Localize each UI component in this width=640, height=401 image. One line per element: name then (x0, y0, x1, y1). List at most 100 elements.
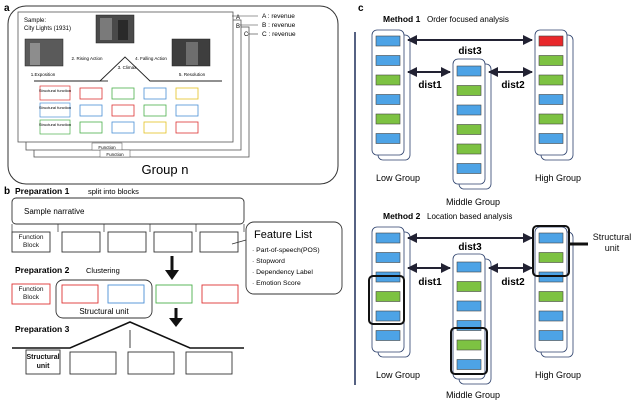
m2-dist3-label: dist3 (458, 242, 482, 253)
struct-function-grid (79, 87, 199, 134)
m2-low-block-5-blue (375, 310, 401, 322)
down-arrow-2-head (169, 318, 183, 327)
m2-low-label: Low Group (376, 370, 420, 380)
function-block-label-1: Function Block (18, 234, 44, 249)
m2-high-label: High Group (535, 370, 581, 380)
m1-low-label: Low Group (376, 173, 420, 183)
m2-mid-blocks (456, 261, 482, 370)
feature-emotion: · Emotion Score (252, 280, 301, 287)
function-block-box-2 (11, 283, 51, 305)
m1-dist2-label: dist2 (501, 80, 525, 91)
panel-a-letter: a (4, 3, 10, 14)
m2-low-block-4-green (375, 291, 401, 302)
struct-function-green-label: Structural function (39, 122, 71, 127)
block-box-5 (199, 231, 239, 253)
m1-mid-block-5-green (456, 143, 482, 155)
struct-function-red-label: Structural function (39, 88, 71, 93)
m2-mid-unit-highlight (450, 327, 488, 375)
m1-high-block-1-red (538, 35, 564, 47)
m2-mid-block-1-blue (456, 261, 482, 273)
m2-mid-block-2-green (456, 281, 482, 292)
block-box-4 (153, 231, 193, 253)
m2-mid-block-5-green (456, 339, 482, 351)
m1-low-blocks (375, 35, 401, 144)
struct-function-blue-box (39, 102, 71, 118)
method1-desc: Order focused analysis (427, 15, 509, 24)
m1-low-block-4-blue (375, 94, 401, 105)
prep2-title: Preparation 2 (15, 265, 70, 275)
feature-pos: · Part-of-speech(POS) (252, 247, 320, 254)
m2-low-block-6-blue (375, 330, 401, 341)
m2-dist1-label: dist1 (418, 277, 442, 288)
m2-middle-label: Middle Group (446, 390, 500, 400)
m2-high-unit-highlight (532, 225, 570, 277)
method1-title: Method 1 (383, 14, 421, 24)
m1-mid-block-2-green (456, 85, 482, 96)
panel-c-letter: c (358, 3, 364, 14)
prep3-title: Preparation 3 (15, 324, 70, 334)
feature-list-box (245, 221, 343, 295)
m1-high-block-6-blue (538, 133, 564, 144)
layer-a-letter: A (236, 15, 240, 21)
still-resolution-figure (186, 42, 198, 65)
m2-mid-block-6-blue (456, 359, 482, 370)
function-block-label-1-wrap: Function Block (18, 234, 44, 249)
m2-high-block-4-green (538, 291, 564, 302)
feature-dependency: · Dependency Label (252, 269, 313, 276)
still-climax-figure-1 (100, 18, 112, 40)
m2-structural-unit-label: Structural unit (592, 232, 632, 253)
cluster-blue-block (107, 284, 145, 304)
function-block-box-1 (11, 231, 51, 253)
feature-list-title: Feature List (254, 229, 312, 241)
m1-mid-blocks (456, 65, 482, 174)
group-n-label: Group n (142, 162, 189, 177)
prep3-box-4 (185, 351, 233, 375)
feature-stopword: · Stopword (252, 258, 285, 265)
m1-high-block-5-green (538, 113, 564, 125)
function-block-label-2: Function Block (18, 286, 44, 301)
cluster-red-block-2 (201, 284, 239, 304)
stage-climax: 3. Climax (118, 65, 138, 70)
prep2-desc: Clustering (86, 266, 120, 275)
stage-rising: 2. Rising Action (71, 56, 103, 61)
m1-dist3-label: dist3 (458, 46, 482, 57)
m1-low-block-6-blue (375, 133, 401, 144)
stage-falling: 4. Falling Action (135, 56, 167, 61)
block-box-2 (61, 231, 101, 253)
layer-b-function-label: Function (98, 145, 116, 150)
m1-high-blocks (538, 35, 564, 144)
prep1-desc: split into blocks (88, 187, 139, 196)
sample-narrative-label: Sample narrative (24, 207, 85, 216)
feature-list-pointer (231, 239, 247, 245)
m2-high-block-1-blue (538, 232, 564, 244)
layer-c-function-box (99, 149, 131, 158)
prep3-pyramid (12, 321, 244, 349)
layer-c-label: C : revenue (262, 31, 296, 38)
still-exposition-figure (30, 43, 40, 65)
m1-mid-block-6-blue (456, 163, 482, 174)
m2-low-unit-highlight (368, 275, 405, 325)
still-climax-figure-2 (118, 20, 128, 40)
cluster-red-block-1 (61, 284, 99, 304)
layer-c-letter: C (244, 32, 249, 38)
sample-title: City Lights (1931) (24, 26, 71, 32)
panel-b: b Preparation 1 split into blocks Sample… (4, 186, 343, 375)
m1-low-block-1-blue (375, 35, 401, 47)
struct-function-blue-label: Structural function (39, 105, 71, 110)
layer-b-label: B : revenue (262, 22, 296, 29)
cluster-green-block (155, 284, 193, 304)
m1-dist1-label: dist1 (418, 80, 442, 91)
down-arrow-1-head (165, 270, 179, 280)
stage-resolution: 5. Resolution (179, 72, 206, 77)
sample-label: Sample: (24, 18, 46, 24)
m2-mid-block-4-blue (456, 320, 482, 331)
m1-low-block-2-blue (375, 55, 401, 66)
prep3-unit-box (25, 349, 61, 375)
method2-title: Method 2 (383, 211, 421, 221)
m1-high-label: High Group (535, 173, 581, 183)
prep3-box-3 (127, 351, 175, 375)
m2-structural-unit-label-wrap: Structural unit (592, 232, 632, 253)
m1-high-block-3-green (538, 74, 564, 86)
prep1-title: Preparation 1 (15, 186, 70, 196)
